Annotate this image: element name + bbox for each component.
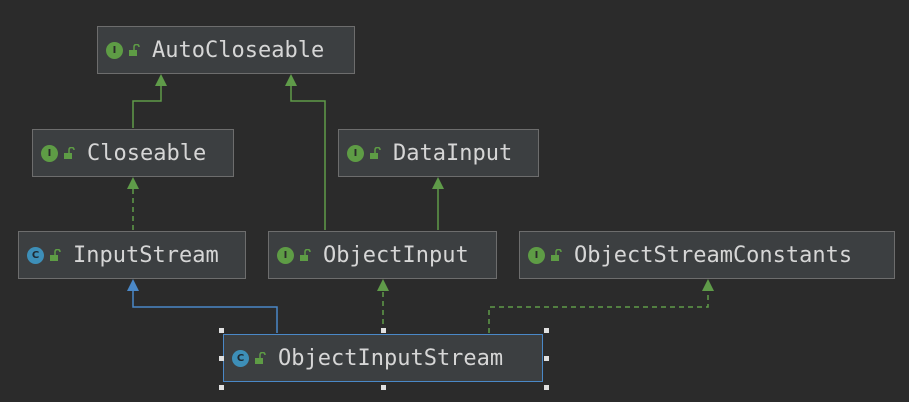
edge-objectinputstream-inputstream[interactable]	[127, 279, 278, 333]
unlocked-icon	[255, 352, 266, 364]
unlocked-icon	[370, 147, 381, 159]
node-label: Closeable	[87, 140, 207, 166]
unlocked-icon	[129, 44, 140, 56]
interface-icon: I	[41, 144, 58, 162]
selection-handle-top-right[interactable]	[544, 328, 549, 333]
node-objectstreamconstants[interactable]: I ObjectStreamConstants	[519, 231, 895, 279]
edge-objectinputstream-objectstreamconstants[interactable]	[488, 279, 714, 333]
unlocked-icon	[64, 147, 75, 159]
node-label: AutoCloseable	[152, 37, 325, 63]
node-label: InputStream	[73, 242, 219, 268]
node-label: DataInput	[393, 140, 513, 166]
node-autocloseable[interactable]: I AutoCloseable	[97, 26, 355, 74]
edge-objectinput-autocloseable[interactable]	[285, 74, 326, 230]
node-datainput[interactable]: I DataInput	[338, 129, 539, 177]
interface-icon: I	[347, 144, 364, 162]
node-label: ObjectInputStream	[278, 345, 504, 371]
node-label: ObjectInput	[323, 242, 469, 268]
selection-handle-top-left[interactable]	[219, 328, 224, 333]
node-closeable[interactable]: I Closeable	[32, 129, 234, 177]
node-inputstream[interactable]: C InputStream	[18, 231, 246, 279]
selection-handle-bottom-left[interactable]	[219, 385, 224, 390]
node-objectinput[interactable]: I ObjectInput	[268, 231, 497, 279]
unlocked-icon	[300, 249, 311, 261]
unlocked-icon	[551, 249, 562, 261]
interface-icon: I	[277, 246, 294, 264]
selection-handle-middle-right[interactable]	[544, 356, 549, 361]
interface-icon: I	[106, 41, 123, 59]
selection-handle-bottom-center[interactable]	[381, 385, 386, 390]
selection-handle-middle-left[interactable]	[219, 356, 224, 361]
node-label: ObjectStreamConstants	[574, 242, 853, 268]
edge-closeable-autocloseable[interactable]	[132, 74, 167, 128]
selection-handle-top-center[interactable]	[381, 328, 386, 333]
class-icon: C	[232, 349, 249, 367]
interface-icon: I	[528, 246, 545, 264]
selection-handle-bottom-right[interactable]	[544, 385, 549, 390]
unlocked-icon	[50, 249, 61, 261]
class-icon: C	[27, 246, 44, 264]
node-objectinputstream[interactable]: C ObjectInputStream	[223, 334, 543, 382]
